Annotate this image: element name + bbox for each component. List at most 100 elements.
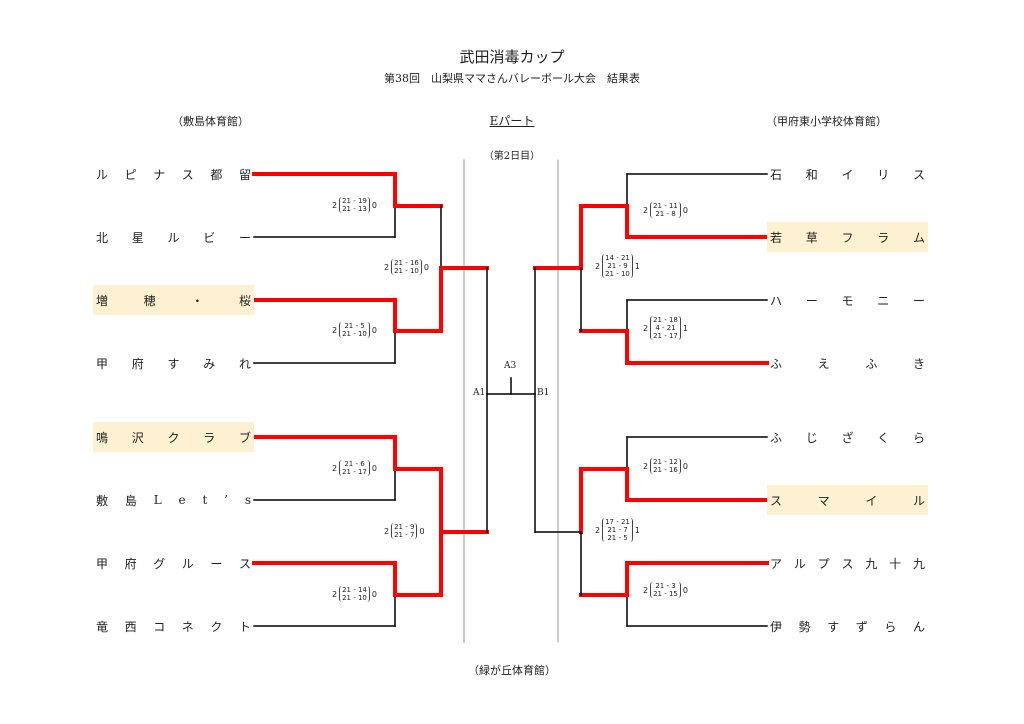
- set-score: 21 - 10: [342, 330, 367, 338]
- team-left-2: 北星ルビー: [93, 222, 254, 252]
- team-name-char: 九: [912, 556, 925, 571]
- team-left-5: 鳴沢クラブ: [93, 422, 254, 452]
- team-name-char: 和: [805, 167, 818, 182]
- page-subtitle: 第38回 山梨県ママさんバレーボール大会 結果表: [384, 72, 640, 85]
- sets-won-left: 2: [595, 525, 601, 535]
- final-left-label: A1: [473, 388, 486, 398]
- team-name-char: マ: [817, 493, 830, 508]
- team-name-char: イ: [865, 493, 878, 508]
- team-name-char: ・: [191, 293, 204, 308]
- venue-right: （甲府東小学校体育館）: [766, 115, 887, 128]
- team-name-char: く: [877, 430, 890, 445]
- team-name-char: ー: [210, 556, 223, 571]
- team-name-char: 増: [96, 293, 109, 308]
- team-name-char: ス: [912, 167, 925, 182]
- team-right-7: アルプス九十九: [767, 548, 928, 578]
- sets-won-right: 1: [682, 323, 688, 333]
- team-name-char: ふ: [770, 356, 783, 371]
- team-name-char: 若: [770, 230, 783, 245]
- sets-won-right: 1: [634, 261, 640, 271]
- team-name-char: グ: [153, 556, 166, 571]
- set-score: 21 - 10: [394, 267, 419, 275]
- sets-won-right: 0: [682, 585, 688, 595]
- team-left-3: 増穂・桜: [93, 285, 254, 315]
- sets-won-left: 2: [643, 323, 649, 333]
- set-score: 21 - 16: [394, 259, 419, 267]
- set-score: 21 - 5: [344, 322, 365, 330]
- sets-won-right: 0: [371, 325, 377, 335]
- team-name-char: ス: [841, 556, 854, 571]
- team-name-char: 竜: [96, 619, 109, 634]
- set-score: 21 - 7: [394, 531, 415, 539]
- part-label: Eパート: [489, 114, 535, 128]
- sets-won-right: 0: [682, 461, 688, 471]
- day-label: （第2日目）: [483, 151, 541, 162]
- sets-won-left: 2: [384, 262, 390, 272]
- sets-won-left: 2: [595, 261, 601, 271]
- team-name-char: 島: [124, 493, 137, 508]
- team-left-7: 甲府グルース: [93, 548, 254, 578]
- set-score: 21 - 18: [653, 316, 678, 324]
- set-score: 21 - 19: [342, 197, 367, 205]
- venue-center-bottom: （緑が丘体育館）: [468, 664, 556, 677]
- team-name-char: ハ: [770, 293, 783, 308]
- team-name-char: ら: [912, 430, 925, 445]
- team-right-3: ハーモニー: [767, 285, 928, 315]
- team-name-char: ブ: [238, 430, 251, 445]
- set-score: 21 - 9: [394, 523, 415, 531]
- team-name-char: 十: [889, 556, 902, 571]
- team-name-char: ん: [912, 619, 925, 634]
- team-left-8: 竜西コネクト: [93, 611, 254, 641]
- set-score: 21 - 5: [607, 534, 628, 542]
- team-name-char: 都: [210, 167, 223, 182]
- sets-won-left: 2: [643, 205, 649, 215]
- sets-won-left: 2: [332, 200, 338, 210]
- set-score: 21 - 6: [344, 460, 365, 468]
- team-name-char: 府: [124, 556, 137, 571]
- team-name-char: ス: [770, 493, 783, 508]
- set-score: 21 - 11: [653, 202, 678, 210]
- set-score: 21 - 15: [653, 590, 678, 598]
- set-score: 21 - 14: [342, 586, 367, 594]
- final-label: A3: [504, 361, 517, 371]
- team-name-char: s: [244, 493, 251, 507]
- set-score: 17 - 21: [605, 518, 630, 526]
- team-right-4: ふえふき: [767, 348, 928, 378]
- set-score: 4 - 21: [655, 324, 676, 332]
- team-name-char: え: [817, 356, 830, 371]
- team-name-char: ス: [181, 167, 194, 182]
- sets-won-right: 0: [371, 589, 377, 599]
- team-name-char: ふ: [770, 430, 783, 445]
- team-name-char: ラ: [203, 430, 216, 445]
- team-name-char: じ: [805, 430, 818, 445]
- sets-won-left: 2: [643, 461, 649, 471]
- team-name-char: み: [203, 356, 216, 371]
- team-name-char: ル: [96, 167, 109, 182]
- team-name-char: 鳴: [96, 430, 109, 445]
- team-name-char: フ: [841, 230, 854, 245]
- set-score: 21 - 9: [607, 262, 628, 270]
- team-name-char: ビ: [203, 230, 216, 245]
- team-name-char: ア: [770, 556, 783, 571]
- team-name-char: 桜: [238, 293, 251, 308]
- page-title: 武田消毒カップ: [459, 48, 565, 66]
- team-name-char: e: [178, 493, 186, 507]
- set-score: 21 - 7: [607, 526, 628, 534]
